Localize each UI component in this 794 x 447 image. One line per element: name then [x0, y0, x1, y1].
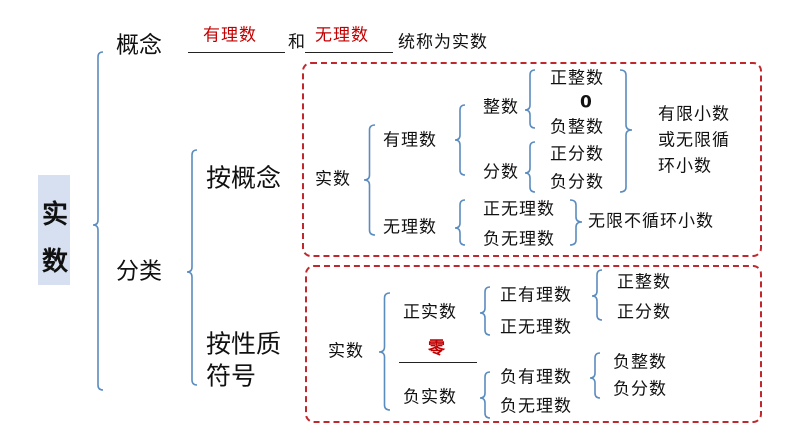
- concept-label: 概念: [116, 32, 162, 59]
- curly-brace: [589, 352, 601, 399]
- curly-brace: [92, 51, 104, 391]
- bs-positive: 正实数: [403, 302, 457, 323]
- zero-underline: [399, 362, 477, 363]
- bs-pos-irrational: 正无理数: [500, 317, 572, 338]
- bc-irrational: 无理数: [383, 217, 437, 238]
- bc-zero: 0: [580, 92, 593, 113]
- bc-irrational-desc: 无限不循环小数: [588, 211, 714, 232]
- curly-brace: [619, 69, 633, 193]
- curly-brace: [186, 149, 198, 386]
- bs-neg-integer: 负整数: [613, 352, 667, 373]
- blank-underline-1: [188, 52, 285, 53]
- bc-neg-fraction: 负分数: [550, 172, 604, 193]
- curly-brace: [479, 371, 491, 419]
- curly-brace: [363, 124, 376, 236]
- curly-brace: [591, 269, 603, 321]
- bc-pos-irrational: 正无理数: [483, 199, 555, 220]
- bc-root: 实数: [315, 169, 351, 190]
- curly-brace: [378, 292, 391, 411]
- curly-brace: [524, 69, 536, 129]
- bc-rational-desc-1: 有限小数: [658, 104, 730, 125]
- bc-fraction: 分数: [483, 162, 519, 183]
- concept-joiner: 和: [288, 32, 306, 53]
- by-concept-box: [302, 62, 762, 257]
- bc-rational: 有理数: [383, 130, 437, 151]
- curly-brace: [524, 141, 536, 193]
- bc-integer: 整数: [483, 97, 519, 118]
- bc-rational-desc-3: 环小数: [658, 156, 712, 177]
- bc-neg-integer: 负整数: [550, 117, 604, 138]
- by-sign-label-2: 符号: [206, 361, 257, 391]
- by-concept-label: 按概念: [206, 163, 282, 193]
- bs-neg-fraction: 负分数: [613, 379, 667, 400]
- blank-underline-2: [305, 52, 393, 53]
- bc-rational-desc-2: 或无限循: [658, 130, 730, 151]
- curly-brace: [454, 199, 466, 246]
- bs-pos-integer: 正整数: [617, 272, 671, 293]
- curly-brace: [569, 199, 583, 246]
- by-sign-label-1: 按性质: [206, 329, 282, 359]
- bs-negative: 负实数: [403, 387, 457, 408]
- blank-answer-2: 无理数: [315, 25, 369, 46]
- by-sign-box: [305, 265, 762, 423]
- curly-brace: [479, 286, 491, 336]
- bs-zero: 零: [428, 338, 446, 359]
- bs-neg-rational: 负有理数: [500, 367, 572, 388]
- bc-pos-integer: 正整数: [550, 68, 604, 89]
- bs-pos-fraction: 正分数: [617, 302, 671, 323]
- blank-answer-1: 有理数: [203, 25, 257, 46]
- concept-suffix: 统称为实数: [398, 32, 488, 53]
- root-char-1: 实: [42, 200, 69, 230]
- bc-neg-irrational: 负无理数: [483, 229, 555, 250]
- root-char-2: 数: [42, 247, 69, 277]
- bc-pos-fraction: 正分数: [550, 144, 604, 165]
- bs-pos-rational: 正有理数: [500, 285, 572, 306]
- curly-brace: [454, 104, 466, 176]
- bs-neg-irrational: 负无理数: [500, 396, 572, 417]
- bs-root: 实数: [328, 341, 364, 362]
- root-label-box: [38, 175, 70, 285]
- classification-label: 分类: [116, 258, 162, 285]
